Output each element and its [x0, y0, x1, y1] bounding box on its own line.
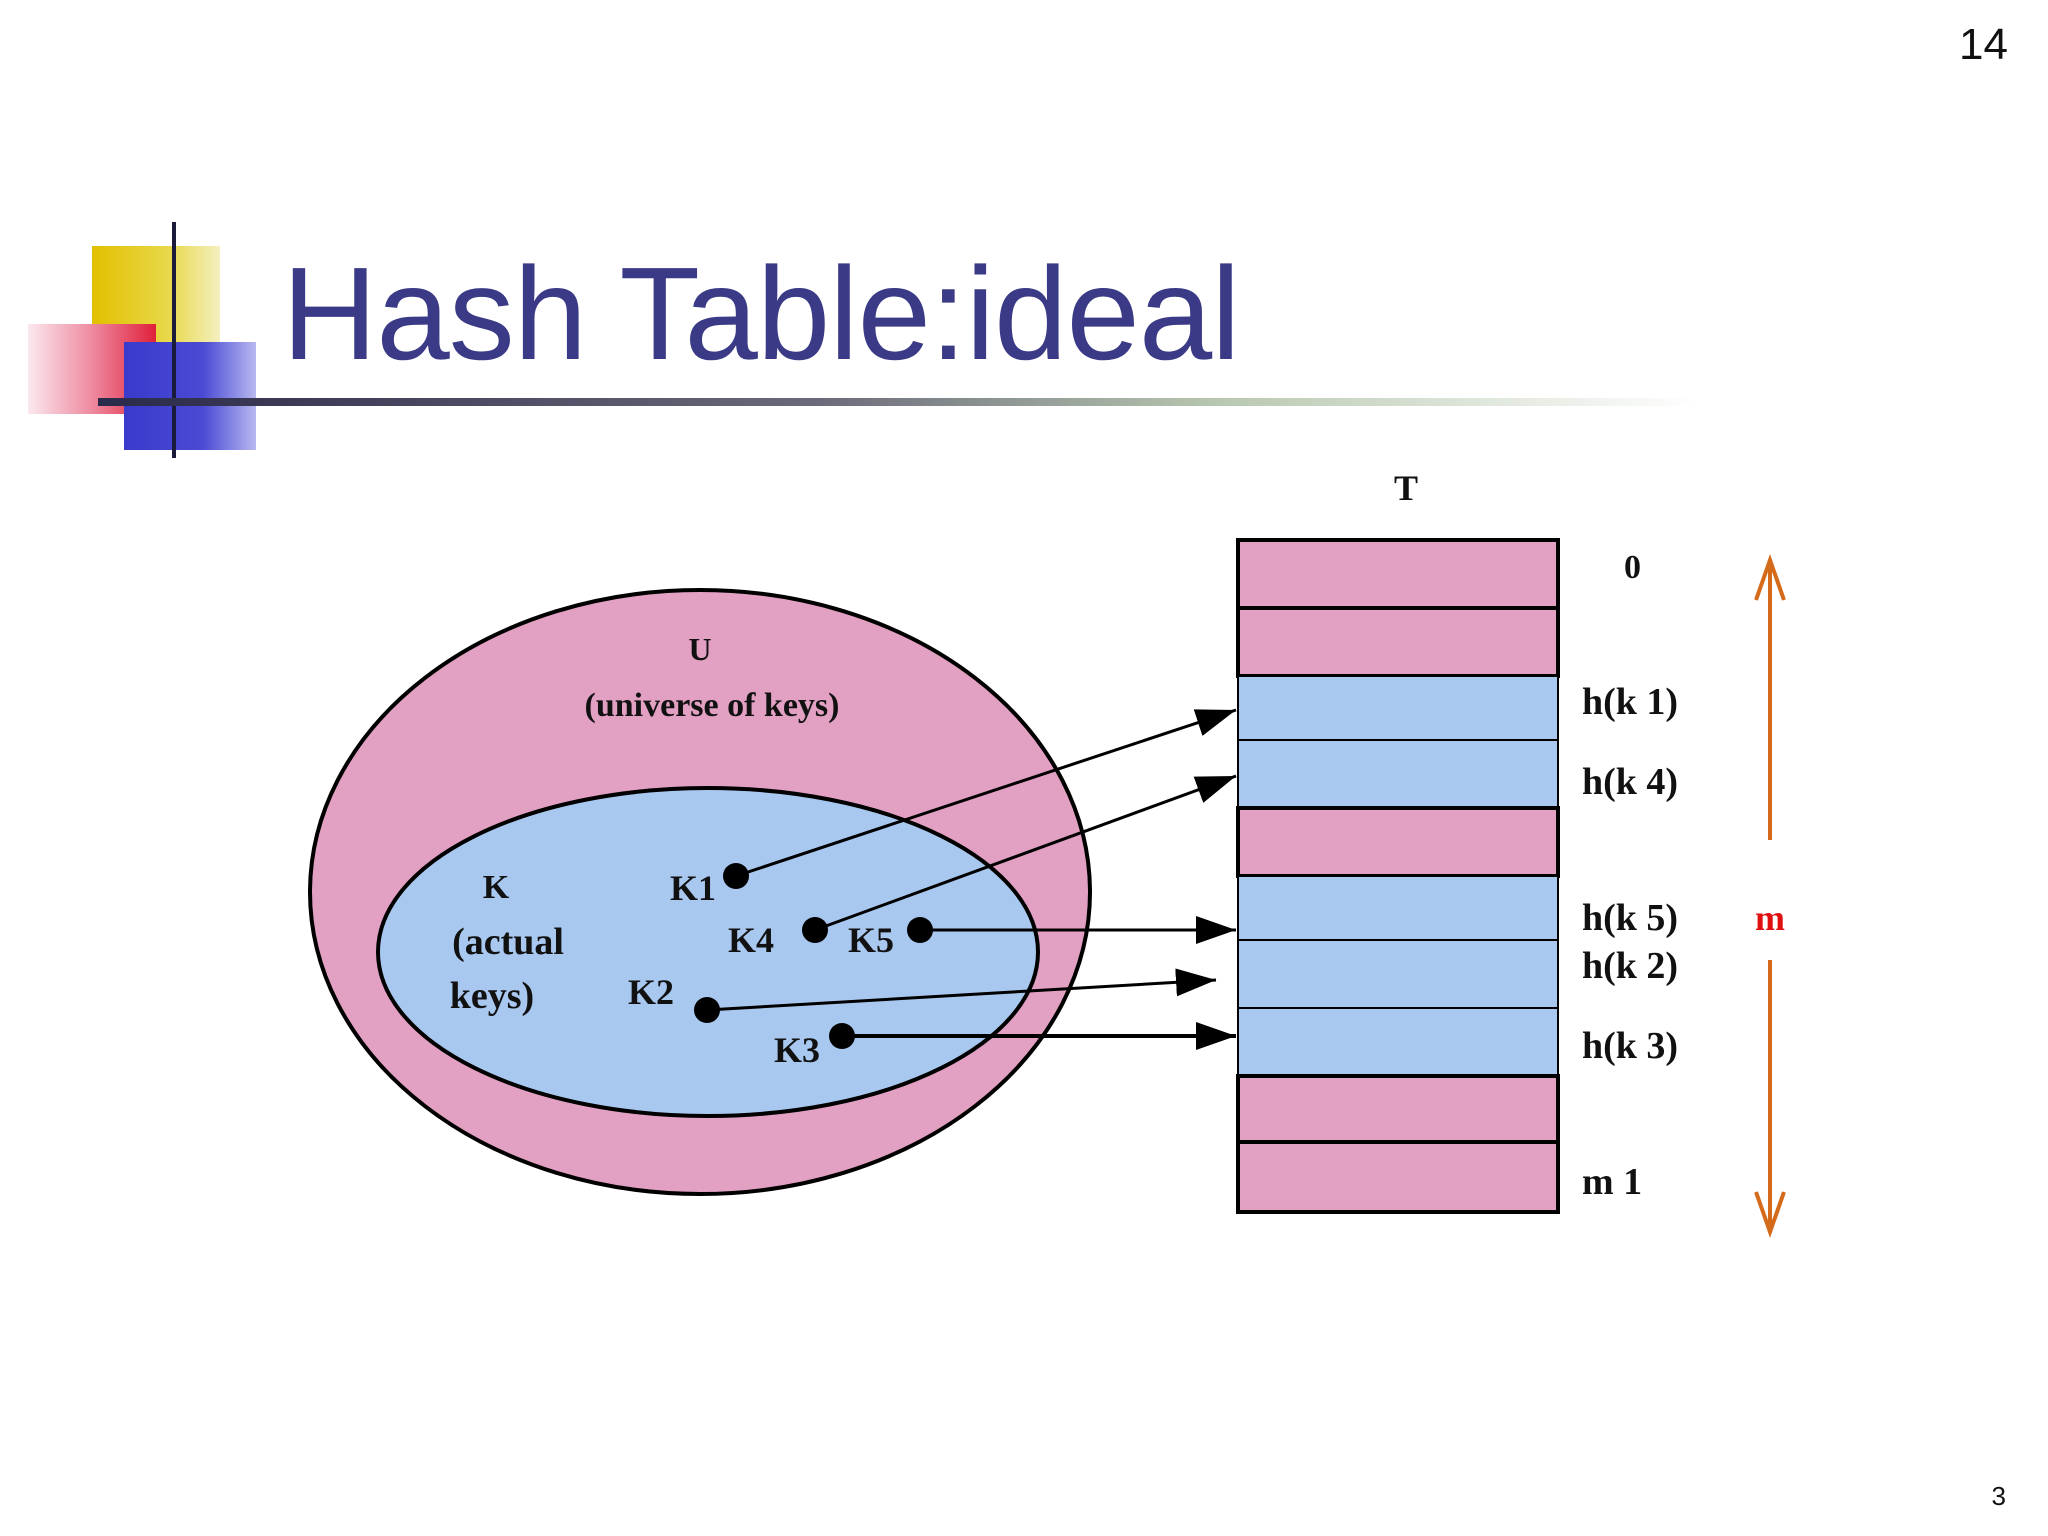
universe-description: (universe of keys)	[585, 687, 840, 724]
keyset-description-line1: (actual	[452, 921, 564, 963]
table-slot	[1238, 740, 1558, 808]
table-slot	[1238, 1076, 1558, 1142]
slot-label-hk5: h(k 5)	[1582, 897, 1678, 939]
table-slot	[1238, 808, 1558, 876]
size-label-m: m	[1755, 898, 1785, 938]
table-slot	[1238, 1142, 1558, 1212]
slot-label-hk4: h(k 4)	[1582, 761, 1678, 803]
table-slot	[1238, 676, 1558, 740]
universe-label: U	[688, 631, 711, 667]
key-k2-label: K2	[628, 972, 674, 1012]
size-indicator	[1756, 560, 1784, 1232]
table-slot	[1238, 876, 1558, 940]
hash-table	[1238, 540, 1558, 1212]
key-k5-label: K5	[848, 920, 894, 960]
slot-label-hk1: h(k 1)	[1582, 681, 1678, 723]
table-slot	[1238, 940, 1558, 1008]
slot-label-hk3: h(k 3)	[1582, 1025, 1678, 1067]
table-slot	[1238, 540, 1558, 608]
slot-label-0: 0	[1624, 549, 1641, 586]
slot-label-m-minus-1: m 1	[1582, 1161, 1642, 1203]
table-label: T	[1394, 468, 1418, 508]
key-k1-label: K1	[670, 868, 716, 908]
slide-number-bottom: 3	[1992, 1481, 2006, 1512]
slot-label-hk2: h(k 2)	[1582, 945, 1678, 987]
keyset-description-line2: keys)	[450, 975, 534, 1017]
key-k3-label: K3	[774, 1030, 820, 1070]
keyset-label: K	[483, 869, 510, 906]
table-slot	[1238, 1008, 1558, 1076]
table-slot	[1238, 608, 1558, 676]
key-k4-label: K4	[728, 920, 774, 960]
